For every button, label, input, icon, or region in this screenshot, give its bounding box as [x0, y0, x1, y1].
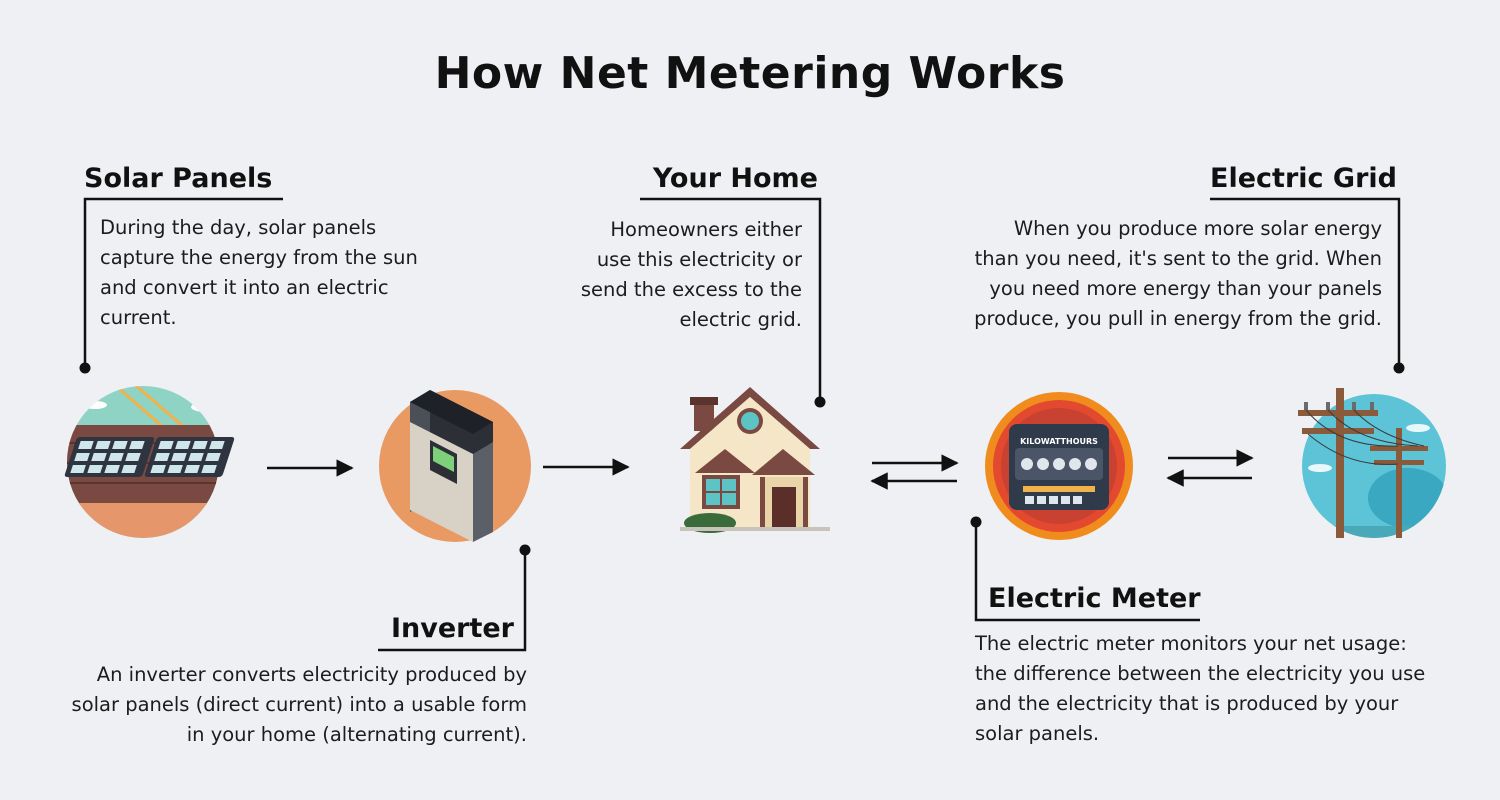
electric-meter-line: and the electricity that is produced by …	[975, 692, 1399, 715]
electric-meter-heading: Electric Meter	[988, 583, 1201, 614]
electric-meter-connector	[970, 516, 1200, 622]
solar-panels-line: During the day, solar panels	[100, 216, 377, 239]
electric-meter-line: the difference between the electricity y…	[975, 662, 1426, 685]
solar-panels-line: and convert it into an electric	[100, 276, 389, 299]
solar-panels-description: During the day, solar panels capture the…	[100, 213, 418, 333]
your-home-description: Homeowners either use this electricity o…	[581, 215, 802, 335]
inverter-description: An inverter converts electricity produce…	[72, 660, 527, 750]
solar-panels-line: current.	[100, 306, 177, 329]
page-title: How Net Metering Works	[434, 48, 1066, 99]
electric-meter-description: The electric meter monitors your net usa…	[975, 629, 1425, 749]
electric-grid-description: When you produce more solar energy than …	[974, 214, 1382, 334]
your-home-connector	[640, 197, 826, 408]
inverter-line: solar panels (direct current) into a usa…	[71, 693, 527, 716]
your-home-line: use this electricity or	[596, 248, 802, 271]
electric-meter-line: solar panels.	[975, 722, 1100, 745]
electric-grid-line: produce, you pull in energy from the gri…	[974, 307, 1382, 330]
inverter-line: in your home (alternating current).	[186, 723, 527, 746]
inverter-line: An inverter converts electricity produce…	[96, 663, 527, 686]
house-icon	[680, 387, 830, 533]
power-pole-icon	[1298, 388, 1446, 538]
electric-grid-heading: Electric Grid	[1210, 163, 1397, 194]
your-home-line: send the excess to the	[580, 278, 802, 301]
your-home-line: Homeowners either	[610, 218, 802, 241]
electric-grid-connector	[1210, 197, 1405, 374]
solar-panels-heading: Solar Panels	[84, 163, 273, 194]
inverter-icon	[379, 390, 531, 542]
electric-meter-line: The electric meter monitors your net usa…	[975, 632, 1407, 655]
solar-panels-line: capture the energy from the sun	[100, 246, 418, 269]
your-home-heading: Your Home	[652, 163, 818, 194]
inverter-heading: Inverter	[390, 613, 514, 644]
solar-panel-icon	[64, 386, 235, 538]
inverter-connector	[378, 544, 531, 652]
electric-grid-line: When you produce more solar energy	[1013, 217, 1382, 240]
electric-grid-line: you need more energy than your panels	[989, 277, 1382, 300]
solar-panels-connector	[79, 197, 283, 374]
your-home-line: electric grid.	[679, 308, 802, 331]
meter-label: KILOWATTHOURS	[1020, 437, 1098, 446]
electric-grid-line: than you need, it's sent to the grid. Wh…	[974, 247, 1382, 270]
electric-meter-icon: KILOWATTHOURS	[985, 392, 1133, 540]
